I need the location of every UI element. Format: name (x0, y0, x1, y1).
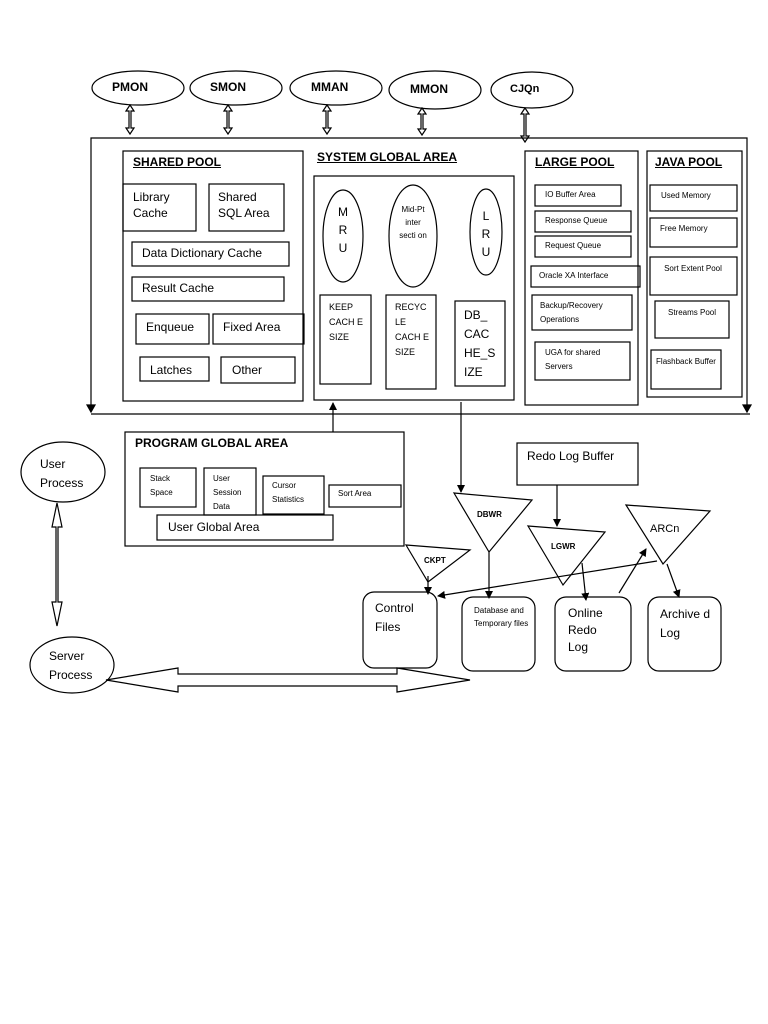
smon-double-arrow (222, 103, 234, 136)
library-cache-label: Library Cache (133, 190, 170, 220)
recycle-cache-label: RECYC LE CACH E SIZE (395, 302, 430, 357)
user-process-label: User Process (40, 457, 84, 490)
archived-log-label: Archive d Log (660, 607, 711, 640)
java-pool-item: Flashback Buffer (656, 357, 716, 366)
java-pool-box (646, 150, 743, 398)
large-pool-title: LARGE POOL (535, 155, 615, 169)
java-pool-item: Sort Extent Pool (664, 264, 722, 273)
database-files-box (461, 596, 536, 672)
ckpt-label: CKPT (424, 556, 446, 565)
other-label: Other (232, 363, 263, 377)
smon-label: SMON (210, 80, 246, 94)
latches-label: Latches (150, 363, 193, 377)
user-global-area-label: User Global Area (168, 520, 260, 534)
large-pool-item: UGA for shared Servers (545, 348, 601, 371)
online-redo-log-label: Online Redo Log (568, 606, 603, 654)
shared-pool-title: SHARED POOL (133, 155, 222, 169)
large-pool-item: Backup/Recovery Operations (540, 301, 603, 324)
enqueue-label: Enqueue (146, 320, 195, 334)
fixed-area-label: Fixed Area (223, 320, 281, 334)
sga-title: SYSTEM GLOBAL AREA (317, 150, 458, 164)
dbwr-label: DBWR (477, 510, 502, 519)
mru-label: M R U (338, 205, 348, 255)
mmon-double-arrow (416, 106, 428, 137)
pmon-ellipse (91, 70, 185, 106)
buffer-cache-box (313, 175, 515, 401)
sga-frame (90, 137, 748, 410)
cursor-statistics-label: Cursor Statistics (272, 481, 305, 504)
ckpt-triangle (404, 544, 472, 583)
lgwr-triangle (526, 525, 607, 587)
pga-title: PROGRAM GLOBAL AREA (135, 436, 289, 450)
mman-ellipse (289, 70, 383, 106)
cjqn-ellipse (490, 71, 574, 109)
control-files-label: Control Files (375, 601, 414, 634)
user-process-ellipse (20, 441, 106, 503)
large-pool-item: Response Queue (545, 216, 608, 225)
large-pool-item: Oracle XA Interface (539, 271, 609, 280)
java-pool-item: Free Memory (660, 224, 708, 233)
keep-cache-label: KEEP CACH E SIZE (329, 302, 364, 342)
large-pool-item: Request Queue (545, 241, 602, 250)
midpoint-label: Mid-Pt inter secti on (399, 205, 427, 240)
large-pool-box (524, 150, 639, 406)
cjqn-label: CJQn (510, 83, 540, 95)
redo-log-buffer-label: Redo Log Buffer (527, 449, 615, 463)
archived-log-box (647, 596, 722, 672)
server-process-ellipse (29, 636, 115, 694)
large-pool-item: IO Buffer Area (545, 190, 596, 199)
cjqn-double-arrow (519, 106, 531, 144)
server-files-double-arrow (105, 667, 471, 693)
server-process-label: Server Process (49, 649, 93, 682)
pmon-double-arrow (124, 103, 136, 136)
user-server-double-arrow (51, 502, 63, 627)
sort-area-label: Sort Area (338, 489, 372, 498)
result-cache-label: Result Cache (142, 281, 215, 295)
data-dictionary-cache-label: Data Dictionary Cache (142, 246, 263, 260)
pmon-label: PMON (112, 80, 148, 94)
mman-label: MMAN (311, 80, 349, 94)
stack-space-label: Stack Space (150, 474, 173, 497)
lgwr-label: LGWR (551, 542, 576, 551)
database-files-label: Database and Temporary files (474, 606, 529, 628)
pga-box (124, 431, 405, 547)
shared-pool-box (122, 150, 304, 402)
db-cache-size-label: DB_ CAC HE_S IZE (464, 308, 496, 379)
online-redo-log-box (554, 596, 632, 672)
mmon-label: MMON (410, 82, 448, 96)
java-pool-item: Used Memory (661, 191, 711, 200)
lru-label: L R U (481, 209, 491, 259)
mmon-ellipse (388, 70, 482, 110)
mman-double-arrow (321, 103, 333, 136)
dbwr-triangle (452, 492, 534, 554)
java-pool-title: JAVA POOL (655, 155, 723, 169)
shared-sql-area-label: Shared SQL Area (218, 190, 270, 220)
redo-log-buffer-box (516, 442, 639, 486)
arcn-label: ARCn (650, 523, 680, 535)
java-pool-item: Streams Pool (667, 308, 717, 317)
smon-ellipse (189, 70, 283, 106)
arcn-triangle (624, 504, 712, 565)
user-session-data-label: User Session Data (213, 474, 242, 511)
